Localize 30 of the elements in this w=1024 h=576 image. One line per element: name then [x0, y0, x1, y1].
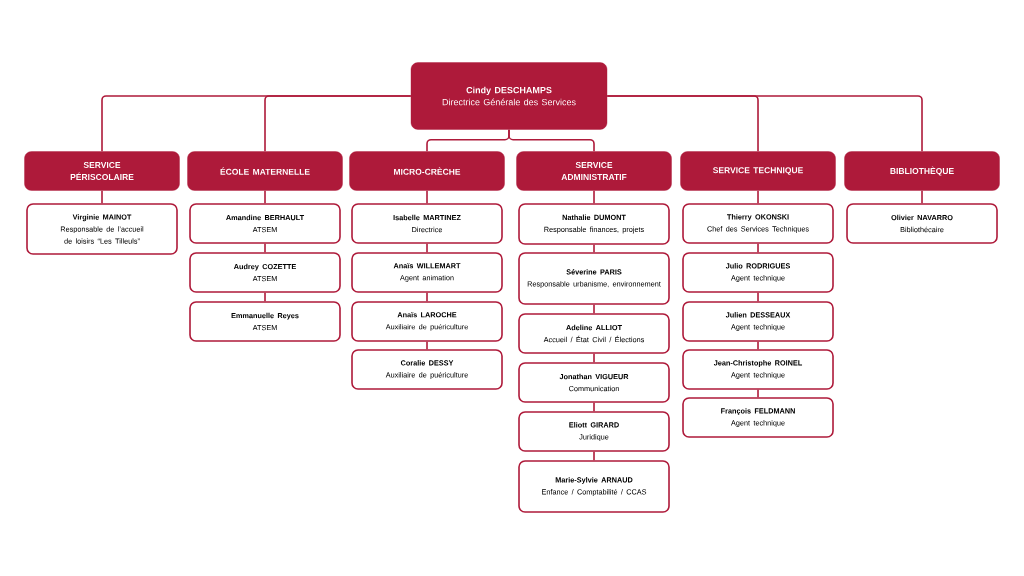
connector-line [264, 189, 266, 204]
connector-line [426, 292, 428, 302]
connector-line [426, 243, 428, 253]
connector-line [757, 341, 759, 350]
connector-line [593, 353, 595, 363]
department-box: BIBLIOTHÈQUE [844, 151, 1000, 191]
connector-line [101, 189, 103, 204]
department-box: ÉCOLE MATERNELLE [187, 151, 343, 191]
connector-line [757, 243, 759, 253]
director-box: Cindy DESCHAMPS Directrice Générale des Services [410, 62, 608, 130]
connector-line [593, 451, 595, 461]
department-box: SERVICE TECHNIQUE [680, 151, 836, 191]
connector-line [921, 189, 923, 204]
connector-line [593, 304, 595, 314]
connector-line [426, 189, 428, 204]
connector-line [593, 244, 595, 253]
connector-line [606, 95, 923, 153]
connector-line [593, 402, 595, 412]
connector-line [757, 389, 759, 398]
connector-line [264, 95, 412, 153]
department-box: SERVICE PÉRISCOLAIRE [24, 151, 180, 191]
department-box: MICRO-CRÈCHE [349, 151, 505, 191]
connector-line [757, 189, 759, 204]
connector-line [264, 243, 266, 253]
connector-line [757, 292, 759, 302]
department-box: SERVICE ADMINISTRATIF [516, 151, 672, 191]
connector-line [426, 341, 428, 350]
connector-line [593, 189, 595, 204]
connector-line [264, 292, 266, 302]
connector-line [508, 128, 595, 153]
